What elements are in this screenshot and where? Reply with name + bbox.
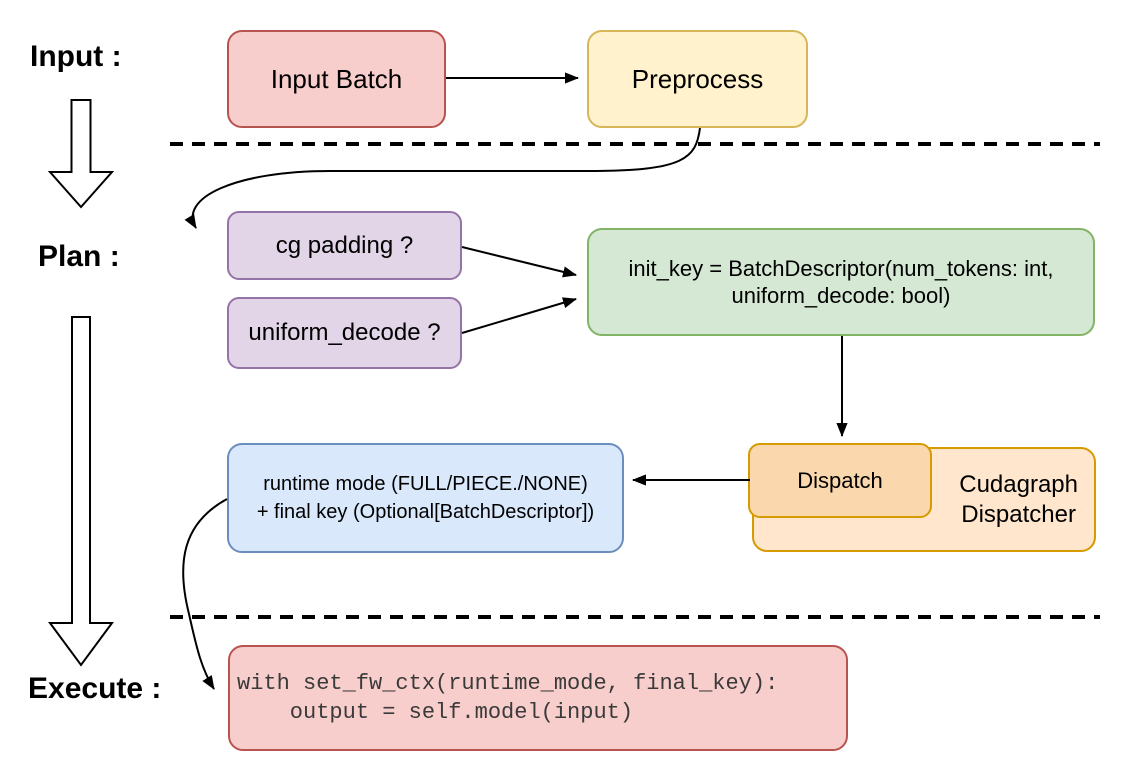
execute-code-line-1: with set_fw_ctx(runtime_mode, final_key)…: [237, 671, 779, 696]
plan-to-execute-arrow-icon: [48, 316, 114, 667]
node-input-batch: Input Batch: [227, 30, 446, 128]
node-dispatch-label: Dispatch: [797, 467, 883, 493]
stage-label-input: Input :: [30, 40, 122, 73]
node-input-batch-label: Input Batch: [270, 63, 403, 94]
node-uniform-decode-label: uniform_decode ?: [248, 319, 441, 346]
stage-label-execute: Execute :: [28, 672, 162, 705]
init-key-line-2: uniform_decode: bool): [731, 283, 951, 308]
node-preprocess: Preprocess: [587, 30, 808, 128]
edge-runtimemode-to-executecode: [182, 498, 228, 690]
node-uniform-decode: uniform_decode ?: [227, 297, 462, 369]
node-preprocess-label: Preprocess: [631, 63, 764, 94]
node-execute-code: with set_fw_ctx(runtime_mode, final_key)…: [228, 645, 848, 751]
node-runtime-mode: runtime mode (FULL/PIECE./NONE) + final …: [227, 443, 624, 553]
edge-cgpadding-to-initkey: [461, 246, 577, 278]
edge-uniformdecode-to-initkey: [461, 297, 577, 334]
runtime-mode-line-2: + final key (Optional[BatchDescriptor]): [256, 501, 595, 523]
cudagraph-dispatcher-line-1: Cudagraph: [959, 470, 1078, 498]
node-dispatch: Dispatch: [748, 443, 932, 518]
node-cg-padding-label: cg padding ?: [275, 231, 414, 259]
node-cg-padding: cg padding ?: [227, 211, 462, 280]
input-to-plan-arrow-icon: [47, 99, 115, 209]
execute-code-line-2: output = self.model(input): [237, 700, 634, 725]
cudagraph-dispatcher-line-2: Dispatcher: [961, 500, 1076, 528]
stage-label-plan: Plan :: [38, 240, 120, 273]
node-init-key: init_key = BatchDescriptor(num_tokens: i…: [587, 228, 1095, 336]
runtime-mode-line-1: runtime mode (FULL/PIECE./NONE): [263, 473, 588, 495]
init-key-line-1: init_key = BatchDescriptor(num_tokens: i…: [628, 255, 1054, 281]
